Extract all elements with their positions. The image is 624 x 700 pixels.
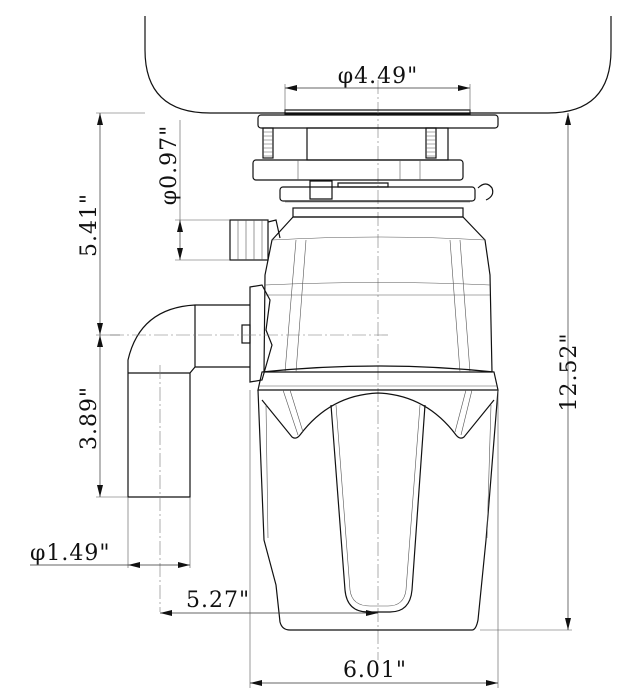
outlet-offset-label: 5.27" [186, 588, 250, 613]
lower-mount-ring [279, 186, 476, 202]
discharge-elbow [127, 304, 250, 498]
body-scallop [261, 392, 495, 439]
sink-outline [144, 16, 612, 114]
hook-icon [477, 183, 494, 201]
inlet-height-label: 5.41" [77, 193, 102, 257]
mount-lug [309, 180, 389, 200]
outlet-drop-label: 3.89" [77, 386, 102, 450]
inlet-diameter-label: φ0.97" [157, 125, 182, 206]
motor-lower-body [257, 389, 499, 631]
terminal-box [249, 284, 273, 383]
total-height-label: 12.52" [557, 332, 582, 411]
sight-window [330, 404, 426, 613]
sink-flange [284, 109, 471, 115]
body-band [257, 365, 499, 391]
dishwasher-inlet [229, 219, 281, 261]
mounting-ring [252, 159, 464, 181]
mount-bolt [262, 127, 437, 159]
body-width-label: 6.01" [343, 658, 407, 683]
flange-diameter-label: φ4.49" [338, 64, 419, 89]
outlet-diameter-label: φ1.49" [30, 541, 111, 566]
